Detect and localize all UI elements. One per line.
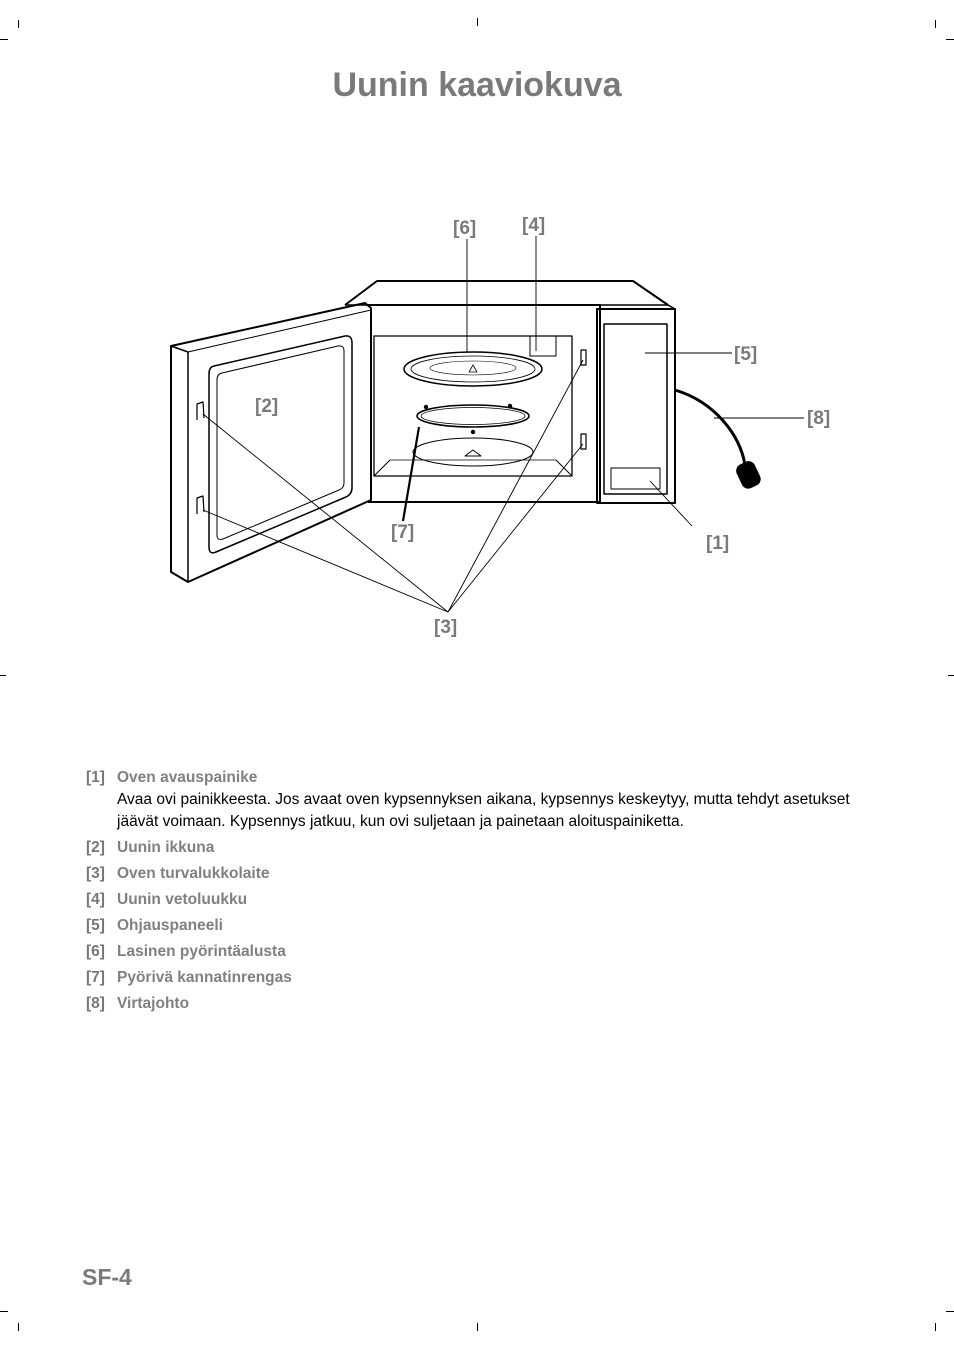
legend-number: [8]: [86, 995, 105, 1012]
crop-mark: [18, 1323, 19, 1331]
crop-mark: [946, 39, 954, 40]
legend-label: Virtajohto: [117, 995, 190, 1012]
crop-mark: [0, 1311, 8, 1312]
legend-description: Avaa ovi painikkeesta. Jos avaat oven ky…: [117, 791, 850, 830]
parts-legend: [1] Oven avauspainike Avaa ovi painikkee…: [86, 767, 886, 1019]
legend-item: [6] Lasinen pyörintäalusta: [86, 941, 886, 963]
callout-4: [4]: [522, 215, 545, 236]
legend-number: [7]: [86, 969, 105, 986]
legend-item: [4] Uunin vetoluukku: [86, 889, 886, 911]
crop-mark: [935, 1323, 936, 1331]
microwave-diagram: [6] [4] [5] [8] [2] [7] [1] [3]: [170, 215, 830, 638]
crop-mark: [0, 675, 6, 676]
callout-3: [3]: [434, 617, 457, 638]
callout-8: [8]: [807, 408, 830, 429]
callout-6: [6]: [453, 218, 476, 239]
legend-number: [2]: [86, 839, 105, 856]
crop-mark: [477, 1323, 478, 1331]
crop-mark: [935, 20, 936, 28]
legend-label: Oven turvalukkolaite: [117, 865, 270, 882]
crop-mark: [0, 39, 8, 40]
legend-label: Oven avauspainike: [117, 769, 258, 786]
legend-number: [4]: [86, 891, 105, 908]
legend-item: [1] Oven avauspainike Avaa ovi painikkee…: [86, 767, 886, 833]
page-title: Uunin kaaviokuva: [332, 66, 622, 104]
callout-1: [1]: [706, 533, 729, 554]
legend-number: [5]: [86, 917, 105, 934]
legend-label: Pyörivä kannatinrengas: [117, 969, 292, 986]
page-number: SF-4: [82, 1264, 132, 1290]
callout-2: [2]: [255, 396, 278, 417]
crop-mark: [477, 18, 478, 26]
legend-number: [6]: [86, 943, 105, 960]
legend-label: Ohjauspaneeli: [117, 917, 223, 934]
legend-label: Uunin vetoluukku: [117, 891, 248, 908]
callout-5: [5]: [734, 344, 757, 365]
legend-item: [7] Pyörivä kannatinrengas: [86, 967, 886, 989]
legend-item: [5] Ohjauspaneeli: [86, 915, 886, 937]
legend-item: [8] Virtajohto: [86, 993, 886, 1015]
crop-mark: [18, 20, 19, 28]
legend-item: [3] Oven turvalukkolaite: [86, 863, 886, 885]
legend-label: Lasinen pyörintäalusta: [117, 943, 286, 960]
legend-number: [1]: [86, 769, 105, 786]
legend-label: Uunin ikkuna: [117, 839, 215, 856]
crop-mark: [948, 675, 954, 676]
legend-item: [2] Uunin ikkuna: [86, 837, 886, 859]
crop-mark: [946, 1311, 954, 1312]
callout-7: [7]: [391, 522, 414, 543]
legend-number: [3]: [86, 865, 105, 882]
